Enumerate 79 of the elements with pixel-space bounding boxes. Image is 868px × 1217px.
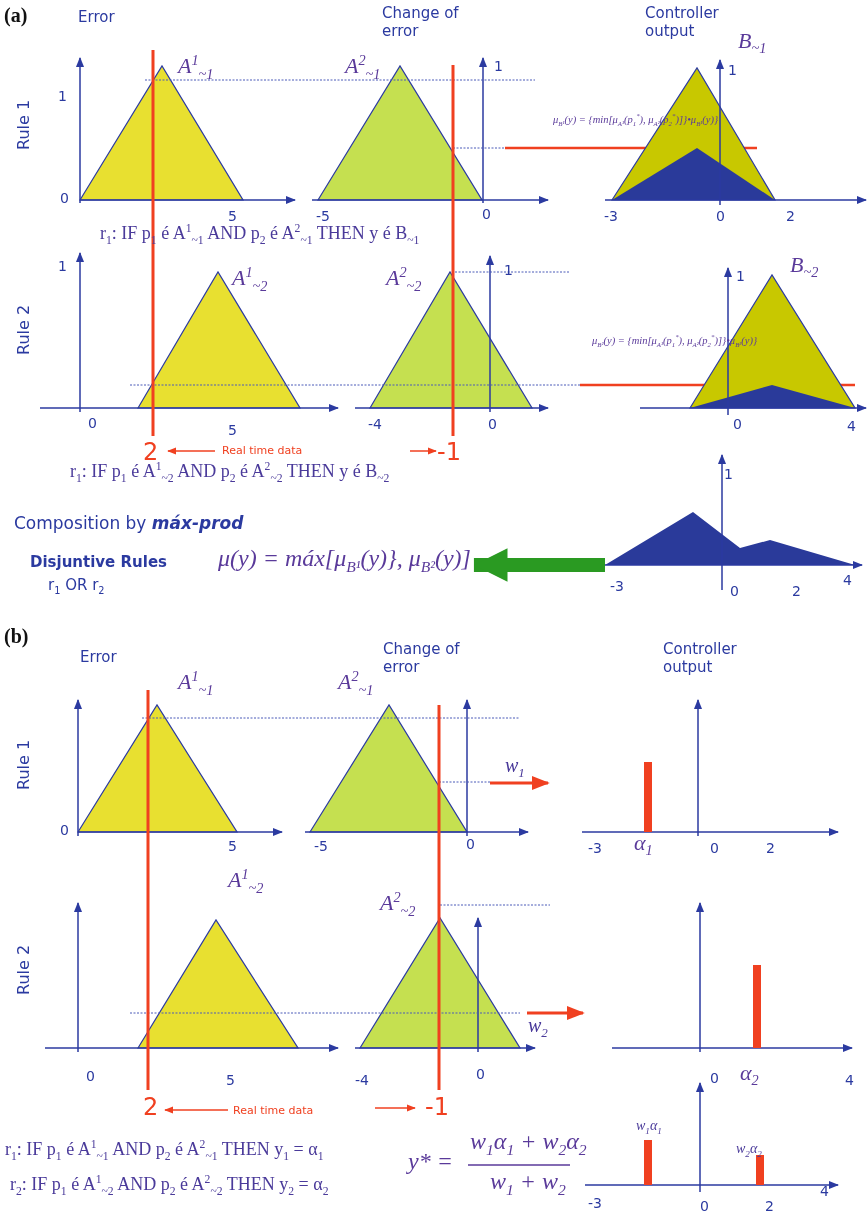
- panel-label: (b): [4, 625, 29, 648]
- tick-label: 1: [736, 268, 745, 284]
- rule-text: r$_{1}$: IF p$_{1}$ é A$^{1}$$_{~1}$ AND p$_{2}$ é A$^{2}$$_{~1}$ THEN y é B$_{~1}$: [100, 222, 420, 247]
- tick-label: 1: [724, 466, 733, 482]
- tick-label: 4: [847, 418, 856, 434]
- tick-label: 1: [728, 62, 737, 78]
- tick-label: 0: [710, 840, 719, 856]
- tick-label: -5: [316, 208, 330, 224]
- row-label: Rule 2: [14, 304, 33, 355]
- input-value: 2: [143, 1093, 159, 1121]
- fuzzy-set-label: α$_{1}$: [634, 830, 653, 860]
- row-label: Rule 1: [14, 99, 33, 150]
- annotation: Real time data: [222, 444, 303, 457]
- weight-label: w$_{1}$: [505, 754, 525, 781]
- bar-label: w$_{2}$α$_{2}$: [736, 1141, 762, 1159]
- axis-title: Error: [78, 8, 115, 26]
- tick-label: -3: [610, 578, 624, 594]
- tick-label: 0: [482, 206, 491, 222]
- fuzzy-set-label: B$_{~1}$: [738, 28, 767, 58]
- tick-label: 0: [88, 415, 97, 431]
- tick-label: 5: [228, 422, 237, 438]
- block-arrow: [473, 548, 605, 582]
- formula: w$_{1}$ + w$_{2}$: [490, 1168, 566, 1199]
- axis-title: Controller output: [645, 4, 720, 40]
- formula: w$_{1}$α$_{1}$ + w$_{2}$α$_{2}$: [470, 1128, 587, 1159]
- tick-label: 0: [60, 190, 69, 206]
- tick-label: -3: [588, 840, 602, 856]
- tick-label: 1: [494, 58, 503, 74]
- formula: μ$_{B¹}$(y) = {min[μ$_{A¹}$(p$_{1}$$^{*}$), μ$_{A²}$(p$_{2}$$^{*}$)]}•μ$_{B¹}$(y)}: [553, 112, 719, 127]
- tick-label: 5: [228, 208, 237, 224]
- tick-label: 0: [476, 1066, 485, 1082]
- tick-label: -4: [368, 416, 382, 432]
- input-value: -1: [437, 438, 461, 466]
- tick-label: 5: [226, 1072, 235, 1088]
- tick-label: 2: [766, 840, 775, 856]
- tick-label: 0: [710, 1070, 719, 1086]
- rule-text: r$_{1}$ OR r$_{2}$: [48, 576, 105, 596]
- bar-label: w$_{1}$α$_{1}$: [636, 1118, 662, 1136]
- axis-title: Controller output: [663, 640, 738, 676]
- tick-label: -5: [314, 838, 328, 854]
- formula: μ(y) = máx[μ$_{B¹}$(y)}, μ$_{B²}$(y)]: [218, 545, 471, 576]
- row-label: Rule 1: [14, 739, 33, 790]
- tick-label: -3: [604, 208, 618, 224]
- tick-label: 0: [730, 583, 739, 599]
- tick-label: 0: [700, 1198, 709, 1214]
- tick-label: 0: [716, 208, 725, 224]
- tick-label: 1: [504, 262, 513, 278]
- tick-label: -4: [355, 1072, 369, 1088]
- rule-text: r$_{1}$: IF p$_{1}$ é A$^{1}$$_{~2}$ AND p$_{2}$ é A$^{2}$$_{~2}$ THEN y é B$_{~2}$: [70, 460, 390, 485]
- axis-title: Error: [80, 648, 117, 666]
- formula: y* =: [408, 1148, 453, 1175]
- tick-label: 2: [786, 208, 795, 224]
- tick-label: 4: [820, 1183, 829, 1199]
- tick-label: 0: [60, 822, 69, 838]
- tick-label: 4: [843, 572, 852, 588]
- row-label: Rule 2: [14, 944, 33, 995]
- panel-label: (a): [4, 4, 28, 27]
- axis-title: Change of error: [383, 640, 461, 676]
- tick-label: 0: [86, 1068, 95, 1084]
- tick-label: 0: [488, 416, 497, 432]
- fuzzy-set-label: B$_{~2}$: [790, 252, 819, 282]
- rule-text: r$_{2}$: IF p$_{1}$ é A$^{1}$$_{~2}$ AND p$_{2}$ é A$^{2}$$_{~2}$ THEN y$_{2}$ = α$_{2}$: [10, 1173, 329, 1198]
- axis-title: Change of error: [382, 4, 460, 40]
- heading: Composition by máx-prod: [14, 513, 244, 533]
- tick-label: 1: [58, 258, 67, 274]
- fuzzy-set-label: α$_{2}$: [740, 1060, 759, 1090]
- rule-text: r$_{1}$: IF p$_{1}$ é A$^{1}$$_{~1}$ AND p$_{2}$ é A$^{2}$$_{~1}$ THEN y$_{1}$ = α$_{1}$: [5, 1138, 324, 1163]
- tick-label: 0: [733, 416, 742, 432]
- annotation: Real time data: [233, 1104, 314, 1117]
- tick-label: 5: [228, 838, 237, 854]
- tick-label: 2: [792, 583, 801, 599]
- tick-label: 2: [765, 1198, 774, 1214]
- weight-label: w$_{2}$: [528, 1014, 548, 1041]
- tick-label: -3: [588, 1195, 602, 1211]
- tick-label: 0: [466, 836, 475, 852]
- tick-label: 4: [845, 1072, 854, 1088]
- heading: Disjuntive Rules: [30, 553, 167, 571]
- tick-label: 1: [58, 88, 67, 104]
- input-value: -1: [425, 1093, 449, 1121]
